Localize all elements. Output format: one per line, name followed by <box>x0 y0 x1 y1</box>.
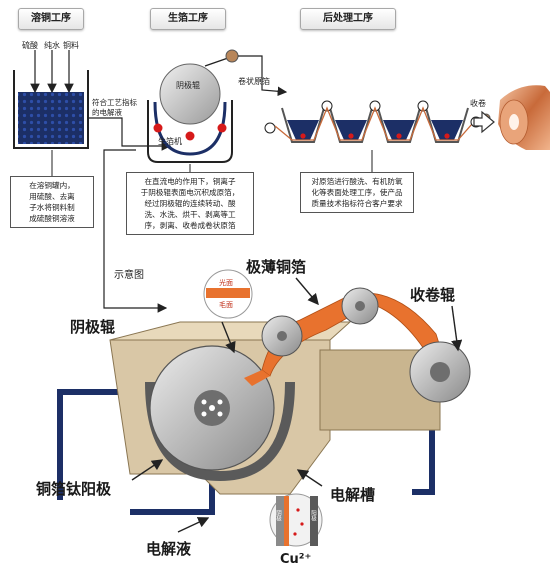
stage-foil: 生箔工序 <box>150 8 226 30</box>
electrolyte-title: 电解液 <box>146 540 192 558</box>
winding-arrow-icon <box>473 110 495 134</box>
stage-dissolve: 溶铜工序 <box>18 8 84 30</box>
schematic-connector <box>103 149 168 313</box>
input-copper: 铜料 <box>63 41 79 50</box>
cathode-roller-title: 阴极辊 <box>70 318 116 336</box>
note-dissolve: 在溶铜罐内， 用硫酸、去离 子水将铜料制 成硫酸铜溶液 <box>10 176 94 228</box>
roll-foil-line <box>238 55 288 97</box>
cathode-tag: 阴极 <box>275 510 281 521</box>
input-pure-water: 纯水 <box>44 41 60 50</box>
ultra-thin-foil-title: 极薄铜箔 <box>246 258 307 276</box>
foil-machine-label: 生箔机 <box>158 137 182 146</box>
stage-post: 后处理工序 <box>300 8 396 30</box>
cell-title: 电解槽 <box>330 486 376 504</box>
dissolving-tank <box>13 70 89 149</box>
post-treatment-baths <box>264 100 491 143</box>
note-foil: 在直流电的作用下，铜离子 于阴极辊表面电沉积成原箔， 经过阴极辊的连续转动、酸 … <box>126 172 254 235</box>
roll-foil-label: 卷状原箔 <box>238 77 270 86</box>
input-arrows <box>30 50 74 94</box>
shiny-side-label: 光面 <box>219 279 233 287</box>
schematic-caption: 示意图 <box>114 270 144 281</box>
anode-tag: 阳极 <box>310 510 316 521</box>
electrolyte-line <box>88 117 172 151</box>
matte-side-label: 毛面 <box>219 301 233 309</box>
electrolyte-label: 符合工艺指标 的电解液 <box>92 98 137 117</box>
input-sulfuric-acid: 硫酸 <box>22 41 38 50</box>
cathode-roller-label: 阴极辊 <box>176 81 200 90</box>
titanium-anode-title: 铜箔钛阳极 <box>36 480 112 498</box>
copper-roll-image <box>498 85 550 150</box>
cu-ion-label: Cu²⁺ <box>280 552 312 567</box>
winding-label: 收卷 <box>470 99 486 108</box>
schematic <box>57 269 471 547</box>
foil-machine <box>147 49 239 163</box>
note-post: 对原箔进行酸洗、有机防氧 化等表面处理工序，使产品 质量技术指标符合客户要求 <box>300 172 414 213</box>
winding-roller-title: 收卷辊 <box>410 286 456 304</box>
